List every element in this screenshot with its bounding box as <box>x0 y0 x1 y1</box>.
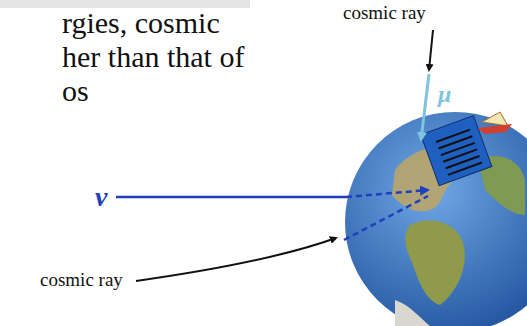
slide-text: her than that of <box>62 42 244 72</box>
earth <box>345 112 527 326</box>
neutrino-symbol: ν <box>95 183 107 211</box>
boat-icon <box>478 112 512 134</box>
muon-symbol: μ <box>438 82 451 106</box>
cosmic-ray-arrow <box>429 30 433 70</box>
land <box>395 300 430 326</box>
cosmic-ray-label: cosmic ray <box>40 270 123 289</box>
cosmic-ray-arrow <box>136 238 336 281</box>
slide-text: rgies, cosmic <box>62 8 220 38</box>
neutrino-path <box>346 190 428 197</box>
detector <box>421 116 492 186</box>
muon-arrow <box>421 74 429 140</box>
slide-bar <box>0 0 250 8</box>
slide-text: os <box>62 76 89 106</box>
neutrino-arrow <box>116 196 346 199</box>
land <box>405 220 465 305</box>
muon-path <box>344 196 428 240</box>
cosmic-ray-label: cosmic ray <box>343 3 426 22</box>
